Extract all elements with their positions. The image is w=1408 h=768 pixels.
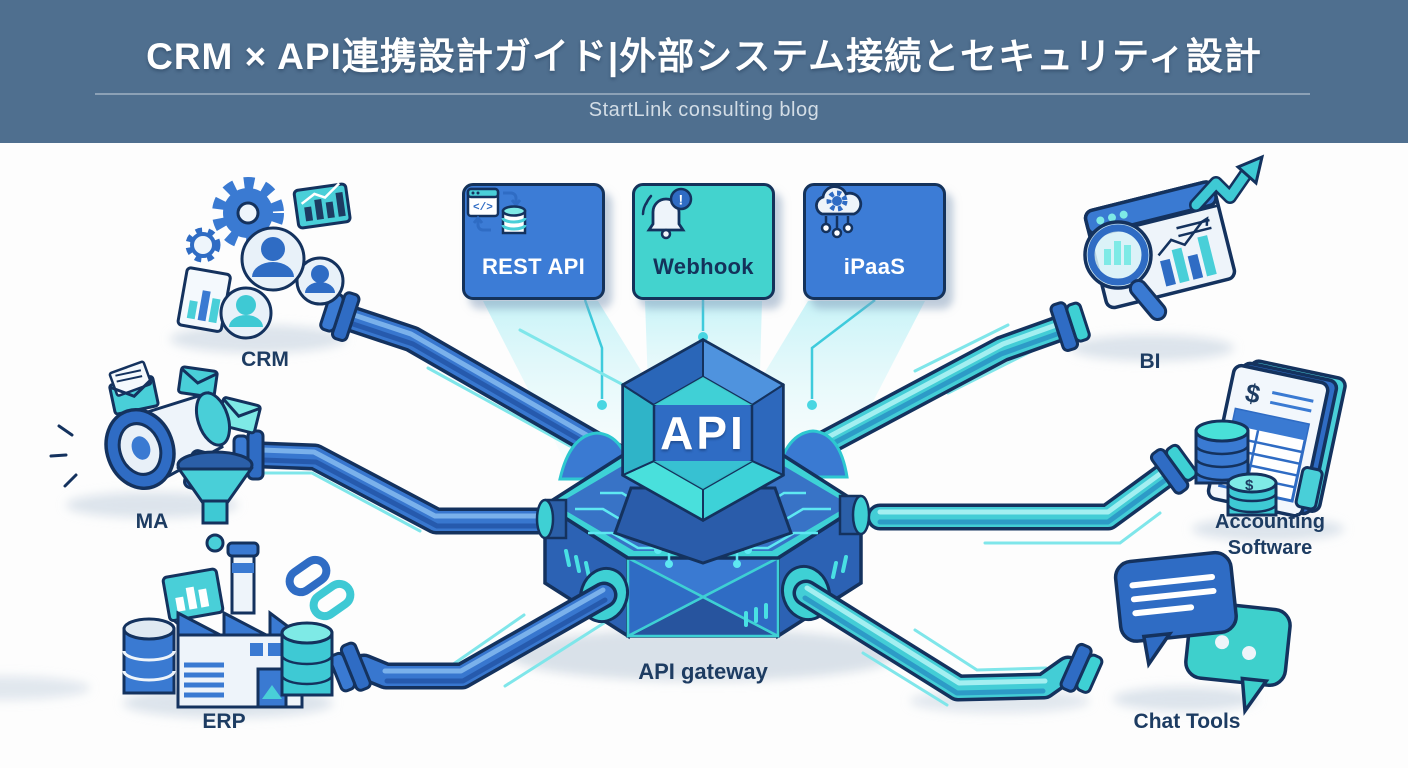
side-sockets (535, 494, 871, 540)
method-box-rest-api: </> REST API (462, 183, 605, 300)
pipe-ma (248, 441, 582, 535)
blog-subtitle: StartLink consulting blog (588, 99, 820, 121)
header-divider (95, 93, 1310, 95)
method-label: Webhook (653, 254, 754, 279)
bi-icon (1083, 154, 1265, 321)
pipe-crm (338, 305, 638, 475)
pipe-bi-flange (1049, 301, 1091, 352)
label-bi: BI (1139, 350, 1161, 373)
header-banner: CRM × API連携設計ガイド|外部システム接続とセキュリティ設計 Start… (0, 0, 1408, 143)
label-ma: MA (135, 510, 169, 533)
pipe-accounting (866, 462, 1178, 531)
svg-text:</>: </> (473, 202, 493, 214)
pipe-accounting-flange (1149, 443, 1198, 495)
method-label: iPaaS (843, 254, 906, 279)
method-box-ipaas: iPaaS (803, 183, 946, 300)
diagram-canvas: $ $ (0, 143, 1408, 768)
api-gem (613, 337, 793, 565)
system-icons-layer: $ $ (49, 154, 1347, 716)
method-connector-lines (583, 299, 876, 399)
pipe-chat (792, 579, 1082, 702)
label-erp: ERP (202, 710, 246, 733)
pipe-chat-flange (1059, 642, 1104, 694)
pipe-erp (350, 581, 618, 690)
label-crm: CRM (241, 348, 289, 371)
diagram-illustration (0, 291, 1344, 718)
svg-text:$: $ (1243, 377, 1264, 409)
crm-icon (176, 177, 352, 340)
accounting-icon: $ $ (1194, 359, 1347, 518)
api-gateway-label: API gateway (638, 659, 768, 684)
api-core-label: API (660, 407, 746, 459)
erp-icon (122, 541, 355, 709)
chat-tools-icon (1113, 550, 1292, 716)
pipe-erp-flange (328, 641, 372, 693)
method-box-webhook: ! Webhook (632, 183, 775, 300)
page-title: CRM × API連携設計ガイド|外部システム接続とセキュリティ設計 (146, 36, 1262, 77)
label-chat: Chat Tools (1133, 710, 1241, 733)
pipe-bi (774, 315, 1072, 477)
svg-text:!: ! (679, 192, 684, 208)
label-accounting: Accounting Software (1215, 511, 1325, 559)
svg-text:$: $ (1245, 477, 1254, 494)
ma-icon (49, 360, 262, 553)
method-label: REST API (481, 254, 586, 279)
